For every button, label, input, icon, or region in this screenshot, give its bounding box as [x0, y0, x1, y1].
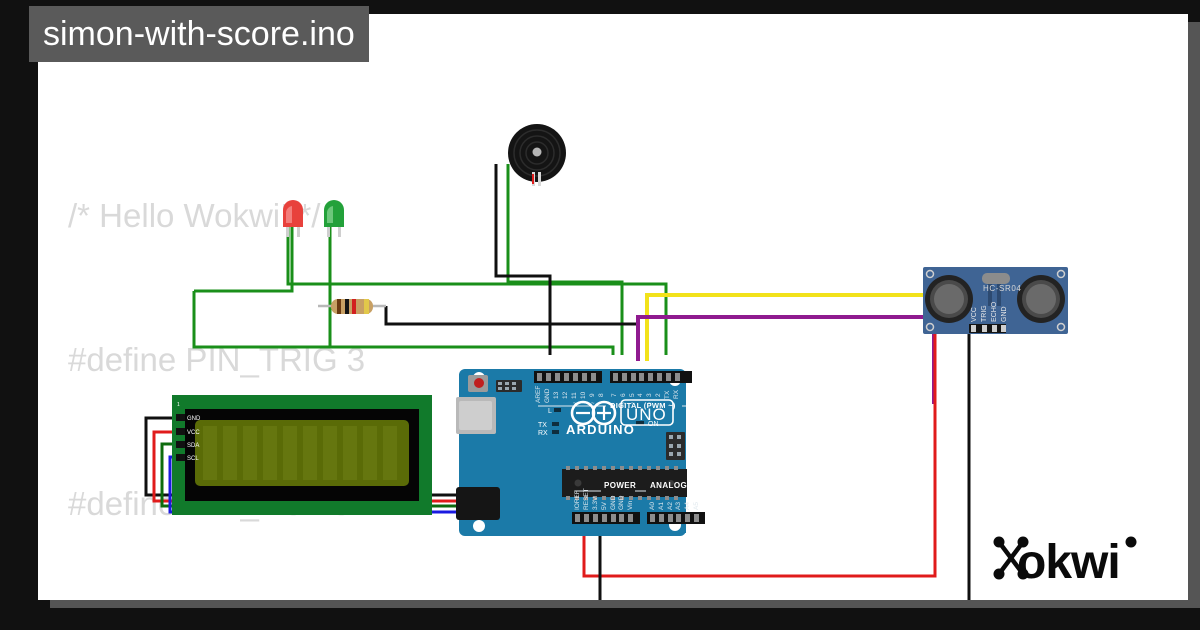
svg-text:UNO: UNO — [626, 405, 667, 424]
svg-text:6: 6 — [620, 393, 627, 397]
svg-text:RX: RX — [538, 430, 548, 437]
part-hcsr04[interactable]: HC-SR04 VCC TRIG ECHO GND — [923, 267, 1068, 334]
svg-text:AREF: AREF — [535, 386, 542, 403]
svg-text:VCC: VCC — [971, 307, 978, 322]
svg-text:DIGITAL (PWM ~): DIGITAL (PWM ~) — [610, 401, 676, 410]
svg-text:ECHO: ECHO — [991, 301, 998, 322]
svg-text:GND: GND — [1001, 306, 1008, 322]
svg-text:3: 3 — [646, 393, 653, 397]
svg-text:A1: A1 — [658, 502, 665, 510]
svg-text:ARDUINO: ARDUINO — [566, 422, 635, 437]
wire-green-buzzer — [506, 164, 624, 355]
svg-text:TX: TX — [538, 422, 547, 429]
svg-text:TX: TX — [664, 390, 671, 399]
svg-text:12: 12 — [562, 391, 569, 399]
svg-text:2: 2 — [655, 393, 662, 397]
svg-text:~: ~ — [622, 401, 626, 407]
code-line: /* Hello Wokwi! */ — [68, 197, 321, 234]
svg-text:ANALOG IN: ANALOG IN — [650, 481, 699, 490]
svg-text:okwi: okwi — [1017, 536, 1120, 589]
svg-text:RX: RX — [673, 389, 680, 399]
svg-text:10: 10 — [580, 391, 587, 399]
wokwi-diagram-canvas[interactable]: /* Hello Wokwi! */ #define PIN_TRIG 3 #d… — [38, 14, 1188, 600]
svg-text:5V: 5V — [601, 501, 608, 510]
part-buzzer[interactable] — [508, 124, 566, 186]
wire-black-buzzer — [494, 164, 552, 355]
svg-text:TRIG: TRIG — [981, 305, 988, 322]
svg-text:3.3V: 3.3V — [592, 496, 599, 510]
svg-text:VCC: VCC — [187, 430, 200, 436]
svg-text:A0: A0 — [649, 502, 656, 510]
svg-text:GND: GND — [544, 388, 551, 403]
svg-text:A3: A3 — [675, 502, 682, 510]
svg-text:GND: GND — [618, 495, 625, 510]
svg-text:POWER: POWER — [604, 481, 636, 490]
wire-green-3 — [194, 219, 294, 293]
page-title: simon-with-score.ino — [29, 6, 369, 62]
svg-text:RESET: RESET — [583, 488, 590, 510]
svg-text:~: ~ — [648, 401, 652, 407]
svg-text:GND: GND — [610, 495, 617, 510]
svg-text:A2: A2 — [667, 502, 674, 510]
wire-green-2 — [286, 219, 668, 355]
svg-text:13: 13 — [553, 391, 560, 399]
wire-green-5 — [330, 345, 615, 355]
wokwi-logo: okwi — [993, 526, 1153, 595]
svg-text:Vin: Vin — [627, 500, 634, 510]
svg-text:HC-SR04: HC-SR04 — [983, 284, 1021, 293]
svg-text:L: L — [548, 408, 552, 415]
part-lcd1602[interactable]: 1 GND VCC SDA SCL — [172, 395, 432, 515]
svg-text:IOREF: IOREF — [574, 490, 581, 510]
svg-text:~: ~ — [631, 401, 635, 407]
part-resistor[interactable] — [318, 299, 386, 314]
svg-text:SCL: SCL — [187, 456, 199, 462]
svg-text:GND: GND — [187, 416, 201, 422]
wire-red-vcc — [582, 332, 937, 578]
svg-text:4: 4 — [637, 393, 644, 397]
svg-text:1: 1 — [177, 402, 180, 408]
svg-text:11: 11 — [571, 392, 578, 399]
svg-text:9: 9 — [589, 393, 596, 397]
wire-green-1 — [192, 291, 368, 349]
svg-text:~: ~ — [582, 401, 586, 407]
wire-black-resistor — [384, 306, 638, 326]
wire-yellow-echo — [645, 293, 953, 361]
part-arduino-uno[interactable]: AREF GND 13 12 11 10 9 8 7 6 5 4 3 2 — [456, 369, 705, 536]
svg-text:A5: A5 — [693, 502, 700, 510]
svg-text:A4: A4 — [684, 502, 691, 510]
part-led-green[interactable] — [324, 200, 344, 237]
svg-text:5: 5 — [629, 393, 636, 397]
svg-text:8: 8 — [598, 393, 605, 397]
circuit-diagram[interactable]: 1 GND VCC SDA SCL — [38, 14, 1188, 600]
part-led-red[interactable] — [283, 200, 303, 237]
svg-text:SDA: SDA — [187, 443, 199, 449]
svg-text:~: ~ — [591, 401, 595, 407]
svg-text:7: 7 — [611, 393, 618, 397]
